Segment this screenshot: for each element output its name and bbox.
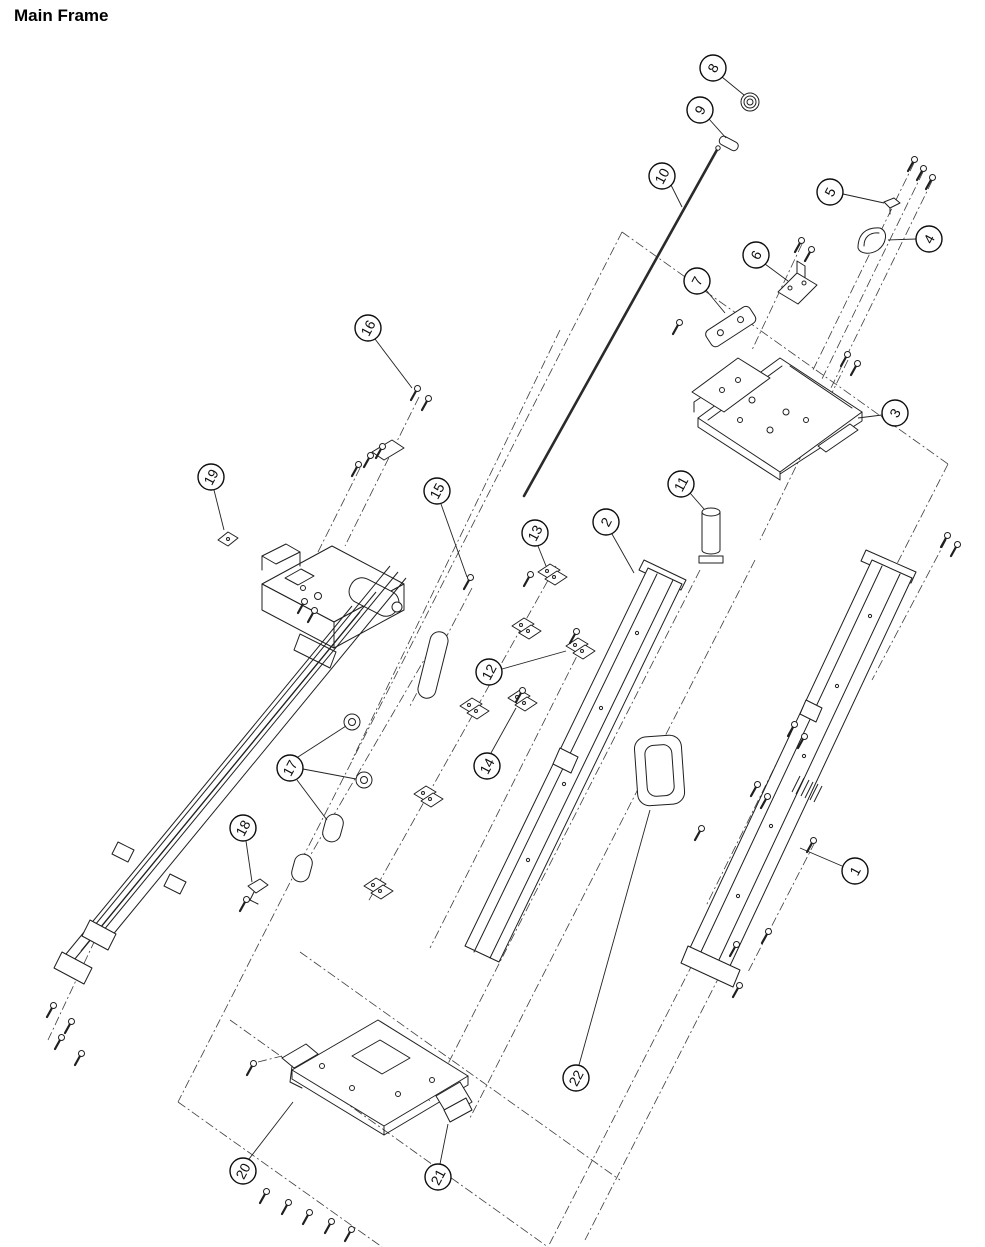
callout-number-14: 14	[476, 755, 498, 776]
part-1-right-frame-rail	[680, 549, 917, 988]
part-2-center-rail	[464, 559, 687, 963]
part-22-belt	[633, 734, 686, 807]
callout-number-15: 15	[426, 480, 448, 501]
leader-line-22	[578, 809, 651, 1066]
leader-line-14	[490, 707, 517, 754]
callout-balloon-1: 1	[841, 857, 869, 885]
callout-balloon-7: 7	[683, 267, 711, 295]
callout-balloon-19: 19	[197, 463, 225, 491]
leader-line-16	[374, 338, 413, 389]
leader-line-18	[245, 840, 253, 883]
leader-line-15	[440, 503, 468, 578]
cable-clamps	[363, 563, 596, 900]
leader-line-17	[302, 768, 357, 780]
leader-line-8	[721, 76, 745, 96]
leader-line-11	[689, 492, 705, 510]
callout-balloon-9: 9	[686, 96, 714, 124]
bottom-plate-assembly	[281, 1019, 473, 1136]
part-11-damper	[698, 507, 724, 564]
part-20-bracket	[281, 1043, 319, 1089]
part-9-bushing	[718, 135, 739, 152]
callout-balloon-2: 2	[592, 508, 620, 536]
part-7-plate-bracket	[705, 305, 757, 348]
callout-balloon-5: 5	[816, 178, 844, 206]
leader-line-6	[764, 263, 789, 282]
leader-line-21	[439, 1123, 449, 1165]
part-6-bracket	[777, 260, 818, 305]
callout-number-10: 10	[651, 165, 673, 186]
callout-balloon-13: 13	[521, 519, 549, 547]
callout-number-21: 21	[427, 1166, 449, 1187]
callout-number-18: 18	[232, 817, 254, 838]
leader-line-17	[297, 725, 347, 758]
callout-balloon-10: 10	[648, 162, 676, 190]
part-17-rollers	[291, 631, 449, 883]
callout-balloon-4: 4	[915, 225, 943, 253]
callout-balloon-14: 14	[473, 752, 501, 780]
leader-line-3	[857, 414, 883, 419]
leader-line-7	[705, 289, 726, 314]
callout-balloon-20: 20	[229, 1157, 257, 1185]
callout-number-16: 16	[357, 317, 379, 338]
callout-balloon-8: 8	[699, 54, 727, 82]
callout-balloon-21: 21	[424, 1163, 452, 1191]
callout-number-22: 22	[565, 1067, 587, 1088]
leader-line-4	[887, 238, 917, 241]
page-title: Main Frame	[14, 6, 109, 25]
carriage-assembly	[261, 439, 405, 669]
callout-balloon-6: 6	[742, 241, 770, 269]
part-3-mounting-plate	[691, 357, 863, 481]
part-4-curved-bracket	[857, 227, 886, 254]
leader-line-10	[670, 184, 683, 208]
callout-balloon-18: 18	[229, 814, 257, 842]
leader-line-19	[213, 489, 225, 531]
part-8-knob	[740, 92, 760, 112]
leader-line-5	[842, 193, 885, 204]
callout-balloon-12: 12	[475, 658, 503, 686]
callout-balloon-11: 11	[667, 470, 695, 498]
leader-line-9	[708, 118, 727, 139]
callout-number-20: 20	[232, 1160, 254, 1181]
leader-line-12	[501, 650, 567, 670]
leader-line-13	[537, 545, 547, 567]
part-10-carriage-shaft	[522, 145, 721, 498]
leader-line-17	[296, 779, 328, 821]
part-21-foot-tab	[435, 1081, 473, 1123]
callout-balloon-3: 3	[881, 399, 909, 427]
callout-balloon-15: 15	[423, 477, 451, 505]
callout-number-13: 13	[524, 522, 546, 543]
leader-line-1	[799, 847, 843, 867]
callout-number-17: 17	[279, 757, 301, 778]
part-18-hook	[247, 878, 269, 905]
callout-number-11: 11	[671, 474, 692, 495]
part-5-retainer	[883, 197, 901, 215]
callout-balloon-17: 17	[276, 754, 304, 782]
leader-line-2	[611, 533, 635, 574]
leader-line-20	[248, 1101, 294, 1160]
left-guide-rails	[53, 565, 407, 985]
rail-label-hatch	[791, 775, 823, 803]
callout-balloon-16: 16	[354, 314, 382, 342]
callout-balloon-22: 22	[562, 1064, 590, 1092]
callout-number-19: 19	[200, 466, 222, 487]
part-19-bracket	[217, 531, 239, 547]
callout-number-12: 12	[478, 661, 500, 682]
